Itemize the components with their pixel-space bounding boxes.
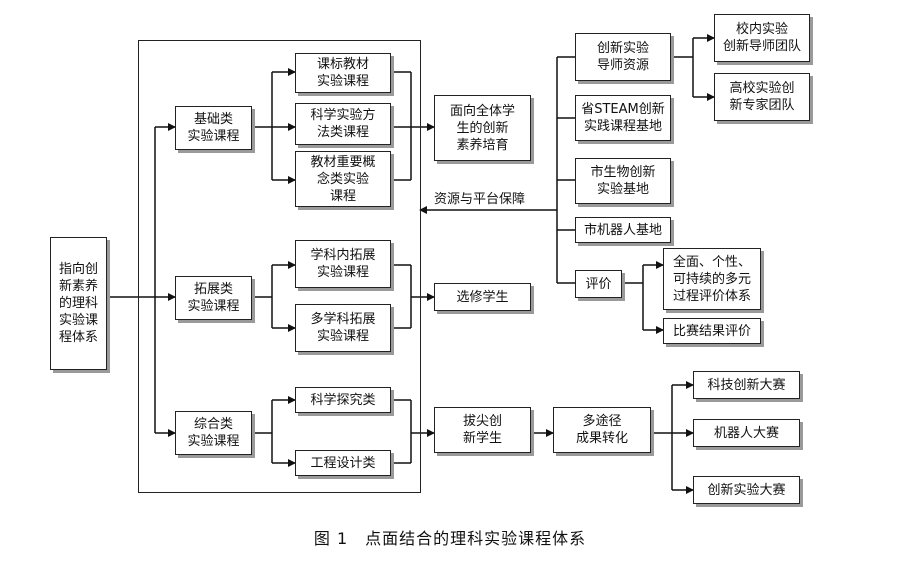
node-all-students: 面向全体学 生的创新 素养培育	[434, 95, 531, 161]
node-root: 指向创 新素养 的理科 实验课 程体系	[50, 237, 107, 370]
node-top-students: 拔尖创 新学生	[434, 407, 531, 453]
node-tech-comp: 科技创新大赛	[693, 371, 800, 399]
node-mentor: 创新实验 导师资源	[575, 33, 671, 81]
node-integrated: 综合类 实验课程	[175, 411, 252, 455]
node-city-bio: 市生物创新 实验基地	[575, 158, 671, 204]
node-university: 高校实验创 新专家团队	[714, 73, 810, 121]
node-b2: 科学实验方 法类课程	[295, 103, 391, 145]
node-city-robot: 市机器人基地	[575, 217, 671, 243]
node-steam: 省STEAM创新 实践课程基地	[575, 95, 671, 141]
node-multi-path: 多途径 成果转化	[553, 407, 651, 453]
node-process-eval: 全面、个性、 可持续的多元 过程评价体系	[663, 248, 761, 310]
resource-label: 资源与平台保障	[432, 188, 528, 207]
node-robot-comp: 机器人大赛	[693, 419, 800, 447]
node-b3: 教材重要概 念类实验 课程	[295, 151, 391, 207]
node-innov-comp: 创新实验大赛	[693, 476, 800, 504]
node-extend: 拓展类 实验课程	[175, 276, 252, 320]
node-basic: 基础类 实验课程	[175, 106, 252, 150]
node-b1: 课标教材 实验课程	[295, 53, 391, 93]
node-in-school: 校内实验 创新导师团队	[714, 14, 810, 62]
node-i2: 工程设计类	[295, 450, 391, 476]
node-i1: 科学探究类	[295, 387, 391, 413]
node-competition-eval: 比赛结果评价	[663, 318, 761, 344]
node-evaluation: 评价	[575, 270, 622, 298]
node-e1: 学科内拓展 实验课程	[295, 240, 391, 288]
course-system-frame	[138, 40, 421, 493]
figure-caption: 图 1 点面结合的理科实验课程体系	[313, 529, 587, 548]
node-e2: 多学科拓展 实验课程	[295, 304, 391, 352]
node-elective: 选修学生	[434, 283, 531, 311]
